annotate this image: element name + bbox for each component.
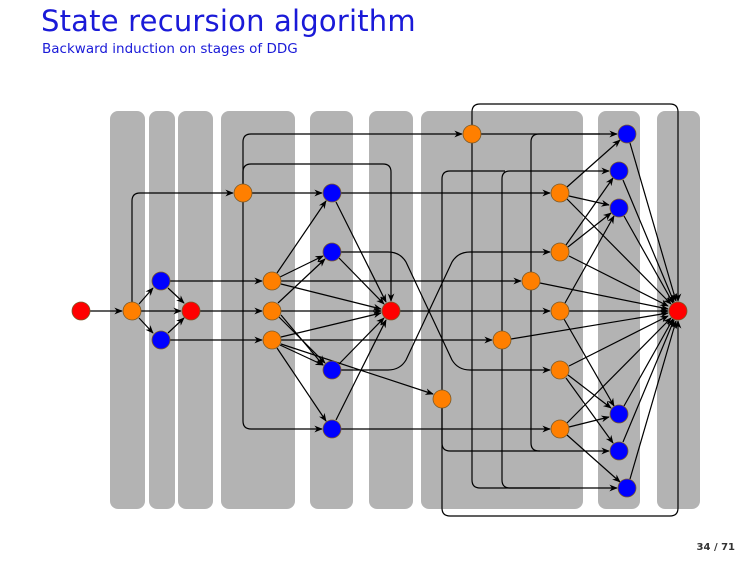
edge (167, 317, 185, 334)
edge (629, 320, 678, 480)
edge (338, 317, 385, 365)
edge (568, 255, 669, 307)
node-orange (462, 124, 482, 144)
node-orange (550, 301, 570, 321)
slide-subtitle: Backward induction on stages of DDG (42, 41, 298, 57)
node-blue (151, 330, 171, 350)
node-blue (609, 404, 629, 424)
node-orange (550, 242, 570, 262)
edge (566, 317, 672, 424)
edge (568, 195, 610, 207)
edge (138, 287, 154, 305)
node-orange (233, 183, 253, 203)
edge (471, 143, 618, 492)
edge (501, 167, 610, 331)
edge (563, 318, 615, 407)
node-blue (322, 419, 342, 439)
node-blue (151, 271, 171, 291)
edge (280, 311, 382, 338)
edge (276, 200, 327, 274)
edge (441, 170, 505, 390)
stage-band-8 (598, 111, 640, 509)
node-blue (609, 198, 629, 218)
node-orange (550, 360, 570, 380)
edge (566, 139, 621, 188)
edge (471, 103, 682, 302)
node-blue (322, 360, 342, 380)
edge (623, 318, 674, 407)
node-orange (550, 183, 570, 203)
edge (565, 377, 614, 444)
edge (564, 215, 615, 304)
edge (338, 257, 385, 305)
stage-band-2 (149, 111, 175, 509)
edge (539, 282, 669, 311)
node-orange (492, 330, 512, 350)
node-orange (262, 301, 282, 321)
edge (567, 374, 612, 409)
stage-band-5 (310, 111, 353, 509)
edge (242, 202, 323, 433)
node-blue (322, 242, 342, 262)
stage-band-4 (221, 111, 295, 509)
node-orange (262, 330, 282, 350)
edge (566, 434, 621, 483)
edge (279, 344, 324, 366)
edge (566, 198, 672, 305)
edge (622, 179, 675, 303)
edge (568, 315, 669, 367)
edges (90, 103, 682, 517)
node-blue (609, 441, 629, 461)
edge (441, 320, 682, 517)
page-number: 34 / 71 (696, 542, 735, 553)
edge (277, 258, 326, 304)
edge (622, 319, 675, 443)
node-orange (521, 271, 541, 291)
node-orange (432, 389, 452, 409)
edge (280, 343, 434, 395)
edge (629, 142, 678, 302)
node-blue (617, 124, 637, 144)
node-red (71, 301, 91, 321)
edge (131, 189, 234, 302)
edge (623, 215, 674, 304)
edge (138, 317, 154, 334)
node-red (181, 301, 201, 321)
edge (242, 130, 463, 184)
node-red (668, 301, 688, 321)
edge (242, 163, 395, 302)
edge (276, 347, 327, 422)
edge (565, 177, 614, 246)
node-blue (322, 183, 342, 203)
edge (530, 133, 600, 272)
edge (280, 283, 382, 311)
node-orange (262, 271, 282, 291)
node-orange (122, 301, 142, 321)
node-blue (609, 161, 629, 181)
edge (567, 212, 612, 248)
edge (167, 287, 185, 304)
edge (501, 349, 560, 489)
edge (510, 310, 669, 340)
slide-title: State recursion algorithm (41, 4, 416, 38)
node-orange (550, 419, 570, 439)
node-red (381, 301, 401, 321)
edge (568, 415, 610, 428)
node-blue (617, 478, 637, 498)
edge (279, 255, 324, 278)
nodes (71, 124, 688, 498)
